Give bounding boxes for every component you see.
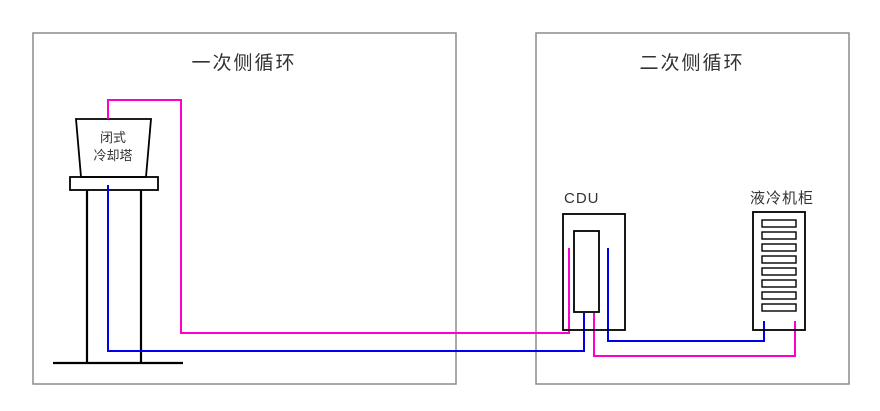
cabinet-slat (761, 231, 797, 240)
cabinet-label: 液冷机柜 (750, 190, 814, 207)
cooling-tower-label-line2: 冷却塔 (93, 148, 132, 163)
primary-hot-pipe (107, 99, 570, 334)
cabinet-slat (761, 255, 797, 264)
cabinet-slat (761, 219, 797, 228)
secondary-loop-box (535, 32, 850, 385)
primary-loop-title: 一次侧循环 (191, 52, 296, 74)
cabinet-slat (761, 243, 797, 252)
cdu-outer-box (562, 213, 626, 331)
cabinet-slat (761, 267, 797, 276)
secondary-cold-pipe (607, 248, 765, 342)
cabinet-slat (761, 303, 797, 312)
cabinet-slat (761, 279, 797, 288)
cdu-heat-exchanger (573, 230, 600, 313)
cooling-tower-label-line1: 闭式 (100, 130, 126, 145)
cabinet-outer-box (752, 211, 806, 331)
cdu-label: CDU (564, 190, 600, 207)
cooling-tower-basin (69, 176, 159, 191)
secondary-loop-title: 二次侧循环 (639, 52, 744, 74)
primary-cold-pipe (107, 185, 585, 352)
cabinet-slat (761, 291, 797, 300)
secondary-hot-pipe (593, 313, 796, 357)
primary-loop-box (32, 32, 457, 385)
